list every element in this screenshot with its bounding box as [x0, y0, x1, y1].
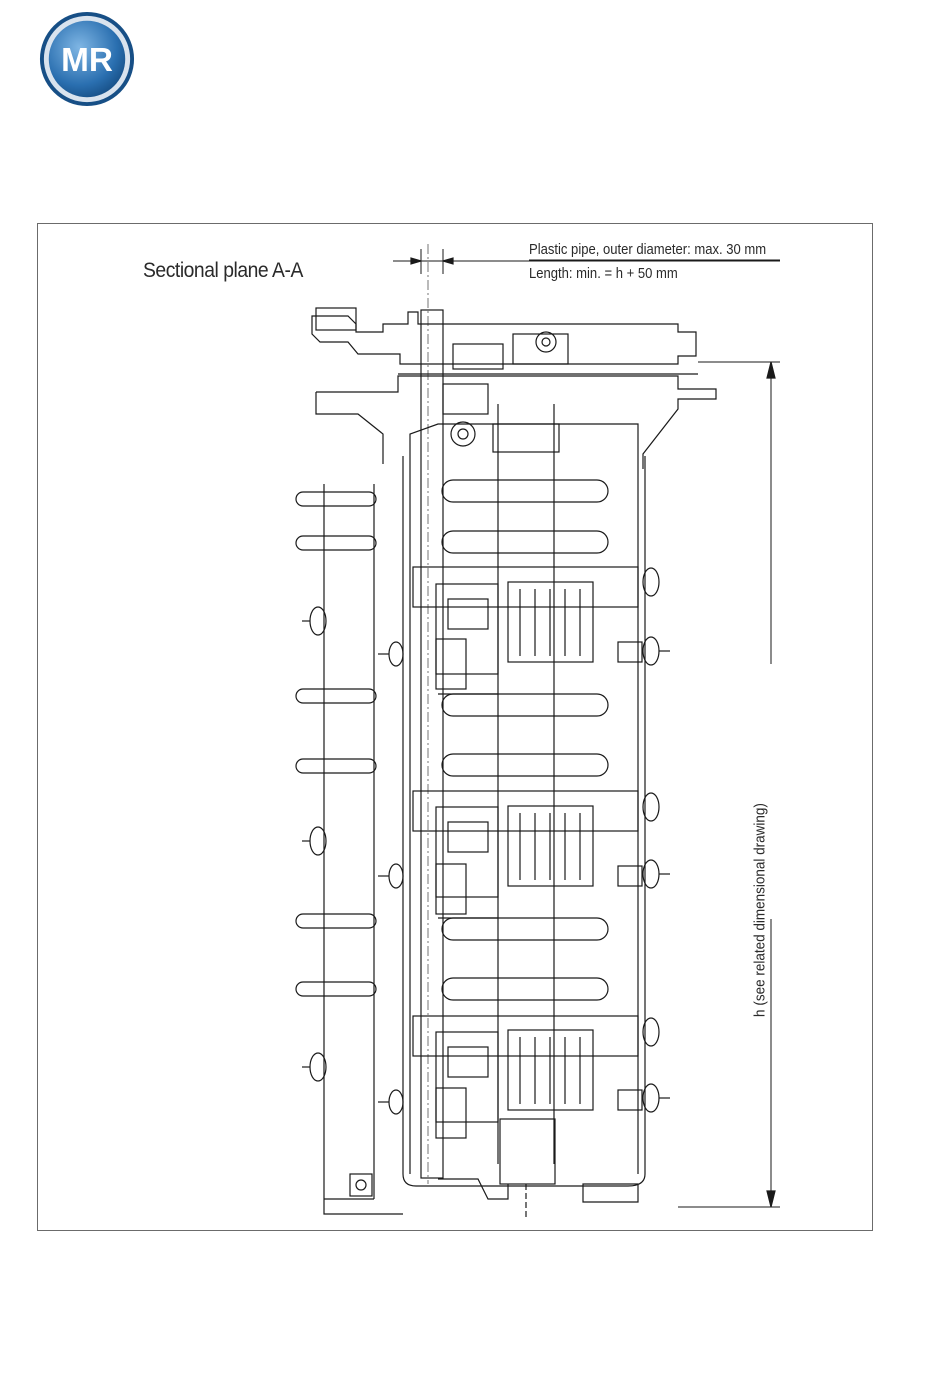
- pipe-length-note: Length: min. = h + 50 mm: [529, 266, 678, 282]
- drawing-frame: Sectional plane A-A Plastic pipe, outer …: [37, 223, 873, 1231]
- tap-changer-sectional-drawing: [38, 224, 872, 1230]
- height-dimension-label: h (see related dimensional drawing): [752, 803, 769, 1017]
- mr-logo-icon: MR: [38, 10, 136, 108]
- section-title: Sectional plane A-A: [143, 259, 303, 283]
- pipe-diameter-note: Plastic pipe, outer diameter: max. 30 mm: [529, 242, 766, 258]
- logo-text: MR: [61, 42, 113, 79]
